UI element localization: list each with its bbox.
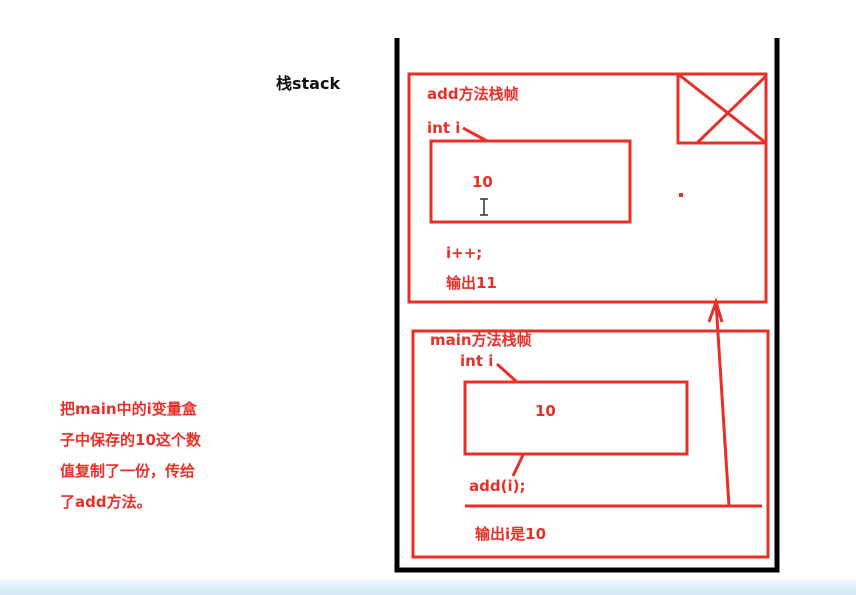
call-pointer [511, 454, 525, 477]
note-line: 子中保存的10这个数 [60, 431, 201, 449]
main-frame-box [411, 329, 770, 559]
note-line: 把main中的i变量盒 [60, 400, 197, 418]
stack-label: 栈stack [276, 74, 341, 93]
text-cursor-icon [480, 198, 488, 216]
add-var-value: 10 [472, 173, 493, 191]
note-line: 值复制了一份，传给 [60, 462, 196, 480]
arrow-head-icon [707, 297, 724, 323]
main-var-value: 10 [535, 402, 556, 420]
add-output: 输出11 [446, 274, 497, 292]
decorative-cloud-band [0, 580, 856, 595]
main-var-box [463, 380, 689, 456]
main-output: 输出i是10 [475, 525, 547, 543]
add-frame-box [407, 72, 768, 304]
cleared-slot-box [676, 72, 768, 145]
main-var-label: int i [460, 352, 494, 370]
main-call: add(i); [469, 477, 526, 495]
add-var-box [429, 139, 632, 224]
note-line: 了add方法。 [60, 493, 152, 511]
add-var-pointer [462, 126, 488, 143]
cross-line [695, 74, 768, 145]
add-stmt: i++; [446, 244, 483, 262]
main-var-pointer [495, 362, 519, 384]
call-arrow [714, 301, 731, 507]
main-frame-title: main方法栈帧 [430, 331, 532, 349]
add-var-label: int i [427, 119, 461, 137]
cross-line [677, 72, 767, 145]
stack-walls [394, 38, 780, 573]
dot-mark [679, 193, 683, 197]
add-frame-title: add方法栈帧 [427, 85, 519, 103]
